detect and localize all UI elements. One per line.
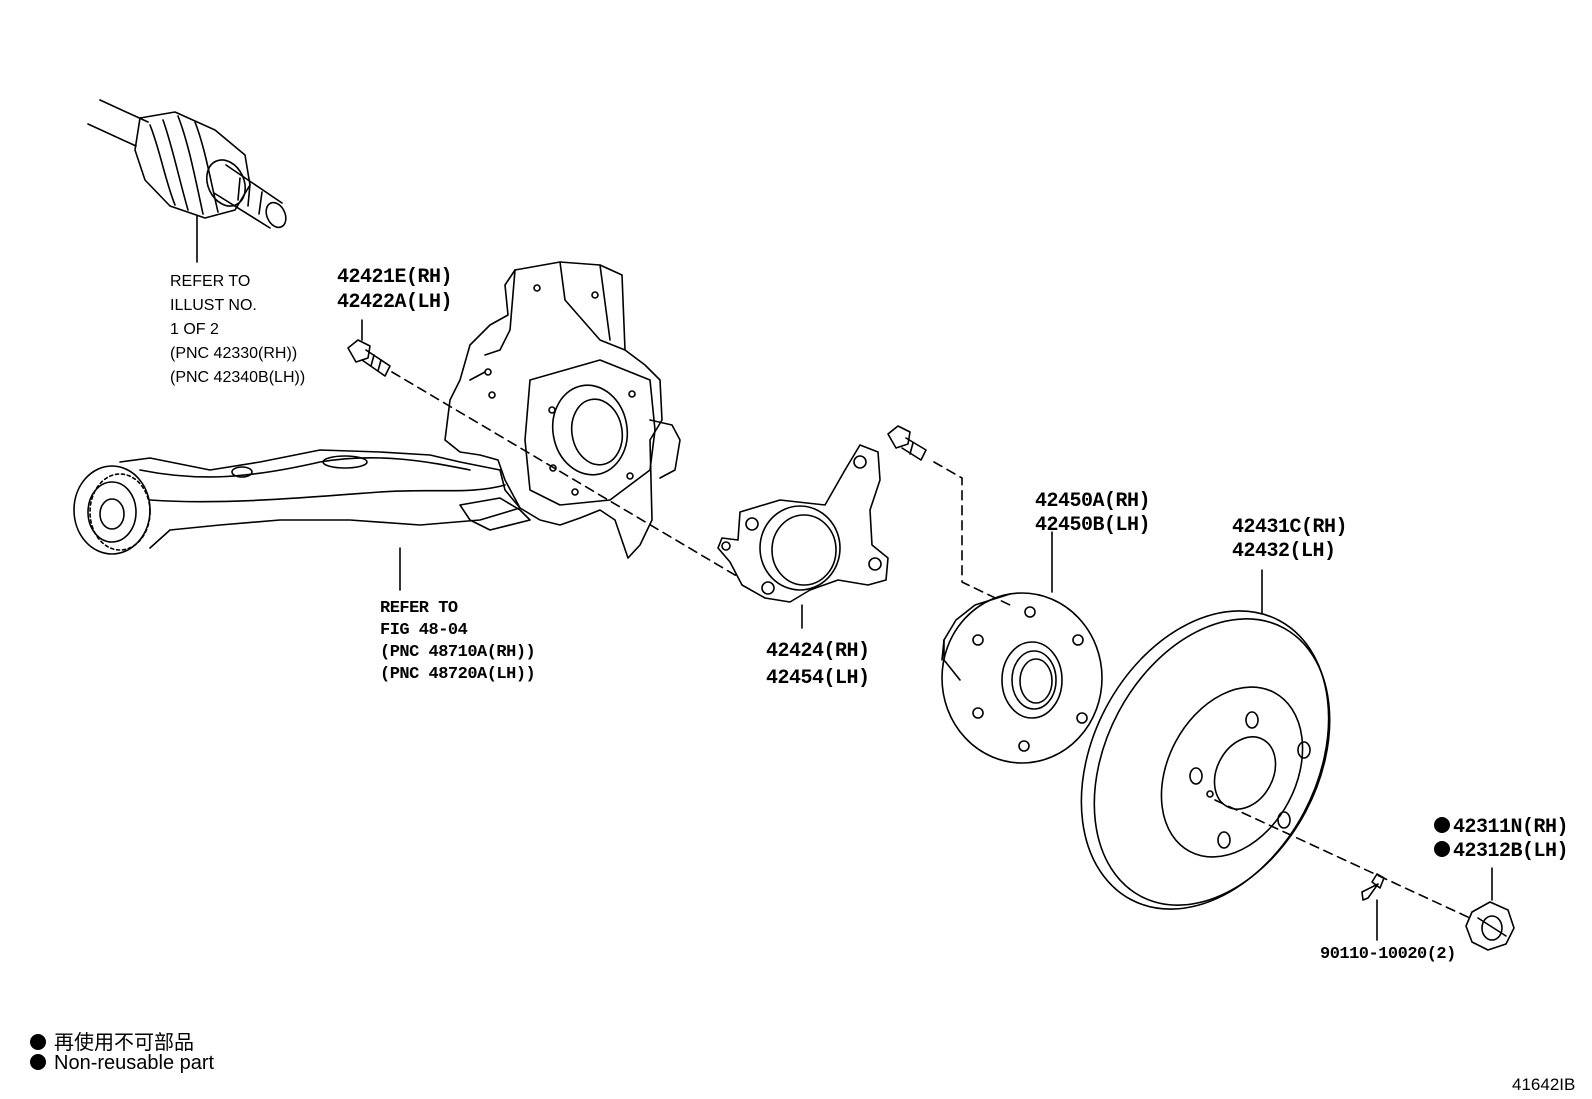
hub-bearing-icon xyxy=(941,531,1103,764)
part-number-42424: 42424(RH) 42454(LH) xyxy=(766,638,870,692)
bolt-icon xyxy=(1361,873,1385,941)
steering-knuckle-icon xyxy=(444,261,681,559)
part-number-lh: 42450B(LH) xyxy=(1035,514,1151,537)
part-number-42311: 42311N(RH) 42312B(LH) xyxy=(1434,816,1569,864)
bolt-icon xyxy=(347,319,391,377)
part-number-rh: 42450A(RH) xyxy=(1035,490,1151,513)
note-line: (PNC 48720A(LH)) xyxy=(380,665,536,684)
part-number-42450: 42450A(RH) 42450B(LH) xyxy=(1035,490,1151,538)
part-number-rh-row: 42311N(RH) xyxy=(1434,816,1569,840)
part-number-lh: 42312B(LH) xyxy=(1453,840,1569,863)
part-number-lh: 42454(LH) xyxy=(766,667,870,690)
filled-circle-icon xyxy=(1434,841,1450,857)
driveshaft-reference-note: REFER TO ILLUST NO. 1 OF 2 (PNC 42330(RH… xyxy=(170,270,305,390)
note-line: ILLUST NO. xyxy=(170,297,257,314)
arm-reference-note: REFER TO FIG 48-04 (PNC 48710A(RH)) (PNC… xyxy=(380,598,536,686)
part-number-lh: 42432(LH) xyxy=(1232,540,1336,563)
hub-nut-icon xyxy=(1465,867,1515,951)
drive-shaft-icon xyxy=(87,99,287,263)
legend-label: Non-reusable part xyxy=(54,1052,215,1074)
legend-label: 再使用不可部品 xyxy=(54,1032,194,1054)
bolt-icon xyxy=(887,425,927,461)
backing-plate-icon xyxy=(717,444,889,629)
note-line: REFER TO xyxy=(380,599,458,618)
brake-disc-icon xyxy=(1080,569,1331,910)
note-line: (PNC 48710A(RH)) xyxy=(380,643,536,662)
illustration-id: 41642IB xyxy=(1512,1075,1576,1094)
part-number-lh: 42422A(LH) xyxy=(337,291,453,314)
suspension-arm-icon xyxy=(73,449,531,591)
part-number-rh: 42311N(RH) xyxy=(1453,816,1569,839)
legend-english: Non-reusable part xyxy=(30,1052,214,1075)
part-number-rh: 42421E(RH) xyxy=(337,266,453,289)
part-number-42431: 42431C(RH) 42432(LH) xyxy=(1232,516,1348,564)
part-number-42421: 42421E(RH) 42422A(LH) xyxy=(337,265,453,315)
note-line: REFER TO xyxy=(170,273,251,290)
part-number-rh: 42424(RH) xyxy=(766,640,870,663)
note-line: (PNC 42330(RH)) xyxy=(170,345,298,362)
part-number-90110: 90110-10020(2) xyxy=(1320,945,1456,964)
note-line: FIG 48-04 xyxy=(380,621,468,640)
note-line: (PNC 42340B(LH)) xyxy=(170,369,306,386)
note-line: 1 OF 2 xyxy=(170,321,219,338)
legend-japanese: 再使用不可部品 xyxy=(30,1026,194,1055)
filled-circle-icon xyxy=(1434,817,1450,833)
filled-circle-icon xyxy=(30,1034,46,1050)
part-number-lh-row: 42312B(LH) xyxy=(1434,840,1569,864)
part-number-rh: 42431C(RH) xyxy=(1232,516,1348,539)
filled-circle-icon xyxy=(30,1054,46,1070)
